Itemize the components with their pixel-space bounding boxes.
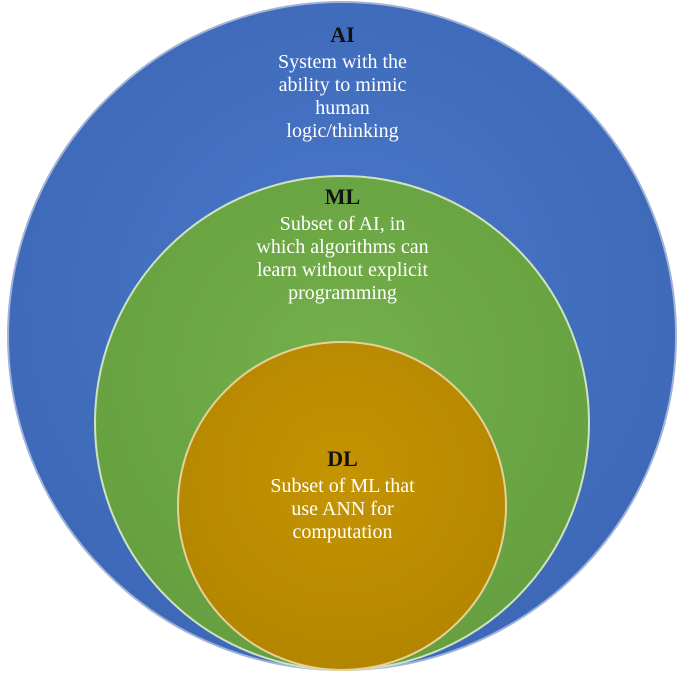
dl-circle [177,341,507,671]
ml-title: ML [324,184,361,209]
dl-title: DL [327,446,358,471]
dl-description: Subset of ML that use ANN for computatio… [270,475,415,544]
dl-label-group: DL Subset of ML that use ANN for computa… [230,446,455,544]
ai-title: AI [330,22,355,47]
ai-label-group: AI System with the ability to mimic huma… [225,22,460,143]
ml-label-group: ML Subset of AI, in which algorithms can… [230,184,455,305]
ml-description: Subset of AI, in which algorithms can le… [256,213,429,305]
ai-description: System with the ability to mimic human l… [278,51,407,143]
